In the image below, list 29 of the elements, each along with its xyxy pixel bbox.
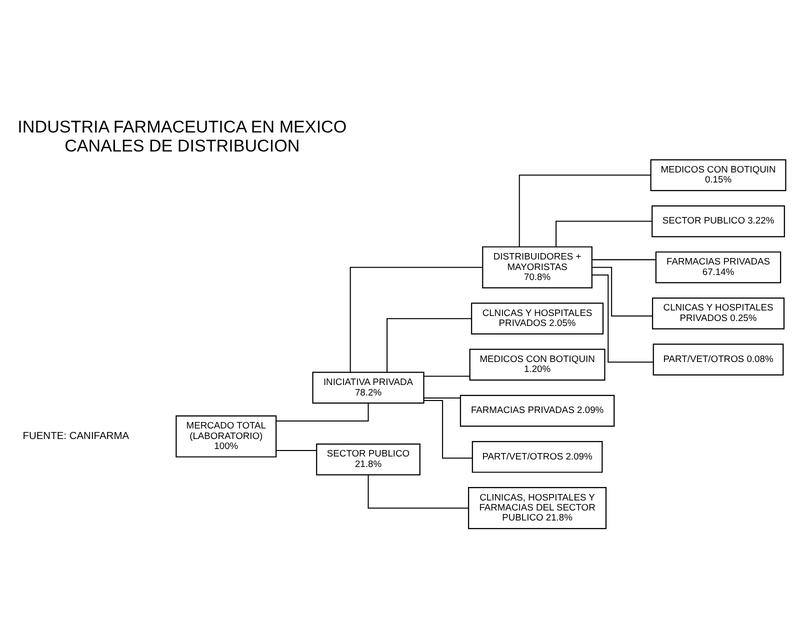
connector: [424, 376, 470, 377]
connector: [592, 259, 656, 260]
node-box: MEDICOS CON BOTIQUIN 0.15%: [650, 159, 786, 192]
connector: [350, 266, 482, 372]
node-box: CLNICAS Y HOSPITALES PRIVADOS 0.25%: [652, 298, 785, 330]
connector: [592, 266, 652, 317]
diagram-title: INDUSTRIA FARMACEUTICA EN MEXICO CANALES DE DISTRIBUCION: [18, 117, 347, 156]
connector: [276, 450, 316, 451]
connector: [386, 318, 472, 372]
node-box: PART/VET/OTROS 0.08%: [652, 344, 784, 376]
node-box: SECTOR PUBLICO 21.8%: [316, 444, 420, 476]
connector: [368, 474, 469, 509]
node-box: CLNICAS Y HOSPITALES PRIVADOS 2.05%: [471, 302, 604, 334]
connector: [518, 174, 651, 247]
connector: [424, 397, 460, 398]
node-box: SECTOR PUBLICO 3.22%: [652, 205, 785, 238]
node-box: INICIATIVA PRIVADA 78.2%: [312, 372, 424, 404]
connector: [276, 403, 369, 422]
node-box: FARMACIAS PRIVADAS 2.09%: [460, 394, 615, 427]
node-box: FARMACIAS PRIVADAS 67.14%: [655, 251, 782, 284]
node-box: MEDICOS CON BOTIQUIN 1.20%: [469, 348, 606, 381]
connector: [556, 220, 652, 247]
label: FUENTE: CANIFARMA: [22, 431, 130, 442]
node-box: MERCADO TOTAL (LABORATORIO) 100%: [176, 415, 277, 458]
node-box: DISTRIBUIDORES + MAYORISTAS 70.8%: [482, 246, 592, 288]
connector: [424, 400, 472, 459]
node-box: CLINICAS, HOSPITALES Y FARMACIAS DEL SECTOR PUBLICO 21.8%: [468, 487, 607, 530]
connector: [592, 274, 654, 363]
node-box: PART/VET/OTROS 2.09%: [472, 440, 603, 473]
